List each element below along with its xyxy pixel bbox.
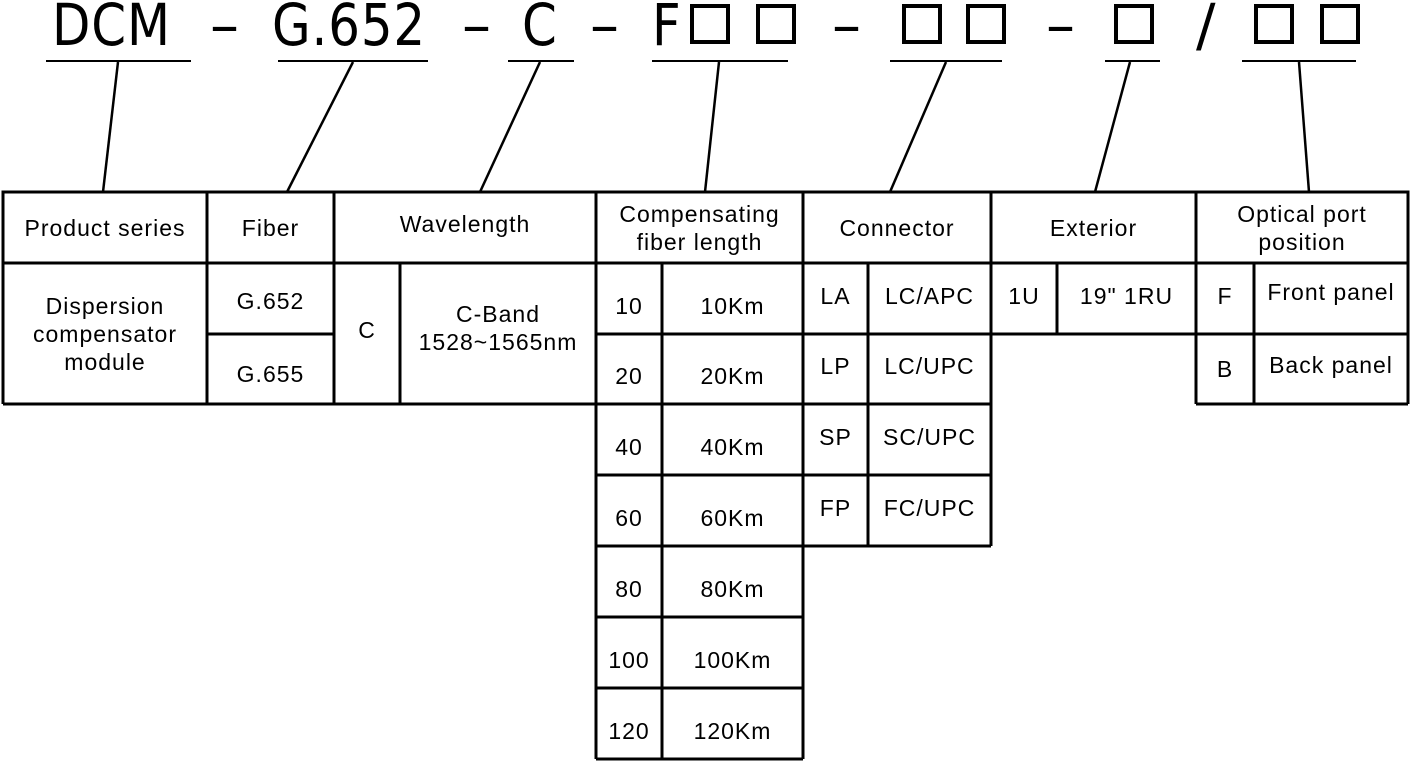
length-desc: 100Km (693, 647, 772, 673)
length-desc: 20Km (700, 363, 765, 389)
header-compensating-length: Compensating fiber length (619, 200, 780, 255)
code-placeholder-box (756, 4, 796, 44)
length-code: 60 (615, 505, 643, 531)
length-desc: 10Km (700, 293, 765, 319)
length-desc: 120Km (693, 718, 772, 744)
length-desc: 40Km (700, 434, 765, 460)
code-placeholder-box (1254, 4, 1294, 44)
product-series-value: Dispersion compensator module (33, 292, 177, 375)
code-wavelength: C (522, 0, 558, 59)
header-fiber: Fiber (241, 214, 300, 241)
fiber-code: G.652 (236, 288, 305, 314)
length-code: 10 (615, 293, 643, 319)
code-dash: – (590, 0, 619, 59)
header-product-series: Product series (24, 214, 186, 241)
code-dash: – (832, 0, 861, 59)
wavelength-desc: C-Band 1528~1565nm (400, 263, 596, 404)
code-underline (1105, 60, 1160, 62)
length-code: 120 (608, 718, 650, 744)
connector-desc: LC/APC (884, 282, 975, 309)
leader-line (888, 61, 948, 193)
length-code: 80 (615, 576, 643, 602)
header-connector: Connector (839, 214, 955, 241)
code-underline (508, 60, 574, 62)
code-underline (278, 60, 428, 62)
wavelength-desc-line: 1528~1565nm (418, 328, 578, 355)
code-underline (46, 60, 191, 62)
code-underline (890, 60, 1002, 62)
code-dash: – (1046, 0, 1075, 59)
code-prefix: DCM (52, 0, 171, 59)
code-placeholder-box (1114, 4, 1154, 44)
header-wavelength: Wavelength (399, 210, 531, 237)
leader-line (101, 61, 120, 193)
header-exterior: Exterior (1049, 214, 1138, 241)
code-underline (1242, 60, 1356, 62)
optical-port-desc: Back panel (1269, 352, 1393, 378)
wavelength-desc-line: C-Band (456, 300, 540, 327)
length-code: 40 (615, 434, 643, 460)
code-fiber: G.652 (272, 0, 427, 59)
leader-line (1297, 61, 1311, 193)
connector-code: LP (820, 353, 851, 379)
code-placeholder-box (1320, 4, 1360, 44)
connector-desc: FC/UPC (883, 494, 976, 521)
exterior-desc: 19" 1RU (1079, 282, 1174, 309)
exterior-code: 1U (1008, 282, 1040, 309)
model-code: DCM – G.652 – C – F – – / (0, 0, 1411, 66)
code-placeholder-box (966, 4, 1006, 44)
connector-desc: SC/UPC (883, 423, 976, 450)
header-optical-port: Optical port position (1237, 200, 1367, 255)
connector-code: SP (819, 423, 852, 450)
optical-port-code: B (1216, 356, 1234, 382)
length-code: 20 (615, 363, 643, 389)
code-placeholder-box (902, 4, 942, 44)
code-slash: / (1196, 0, 1216, 59)
length-desc: 80Km (700, 576, 765, 602)
code-length-prefix: F (652, 0, 682, 59)
optical-port-code: F (1217, 282, 1233, 309)
connector-desc: LC/UPC (884, 353, 975, 379)
code-dash: – (462, 0, 491, 59)
leader-line (1093, 61, 1132, 193)
length-desc: 60Km (700, 505, 765, 531)
leader-line (478, 61, 542, 193)
leader-line (703, 61, 721, 193)
leader-line (285, 61, 355, 193)
connector-code: LA (820, 282, 851, 309)
connector-code: FP (819, 494, 852, 521)
length-code: 100 (608, 647, 650, 673)
code-underline (652, 60, 788, 62)
code-placeholder-box (690, 4, 730, 44)
fiber-code: G.655 (236, 361, 305, 387)
optical-port-desc: Front panel (1267, 278, 1395, 305)
code-dash: – (210, 0, 239, 59)
wavelength-code: C (358, 316, 376, 343)
